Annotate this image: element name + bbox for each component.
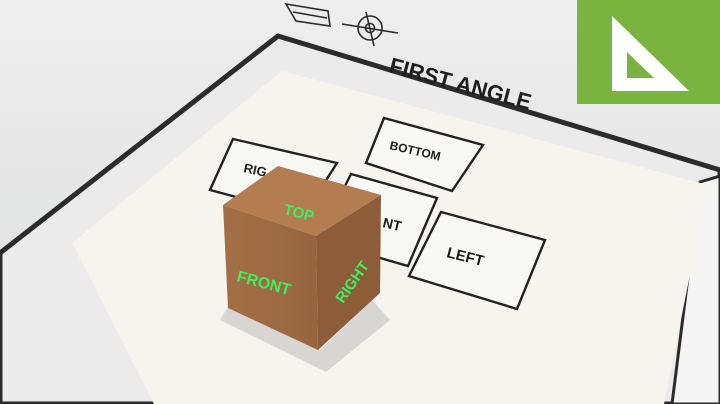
cube-label-top: TOP xyxy=(282,201,316,225)
view-box-left xyxy=(407,210,547,311)
labelled-cube xyxy=(223,166,381,350)
cube-top-face xyxy=(223,166,381,236)
cube-front-face xyxy=(223,205,318,350)
projection-symbol-icon xyxy=(284,2,399,47)
set-square-icon xyxy=(612,16,689,91)
view-box-bottom xyxy=(364,116,485,193)
view-label-right: RIG xyxy=(242,160,268,179)
view-label-front: NT xyxy=(381,214,403,234)
brand-logo xyxy=(577,0,720,104)
cube-right-face xyxy=(316,195,381,350)
board-right-edge xyxy=(670,174,720,404)
